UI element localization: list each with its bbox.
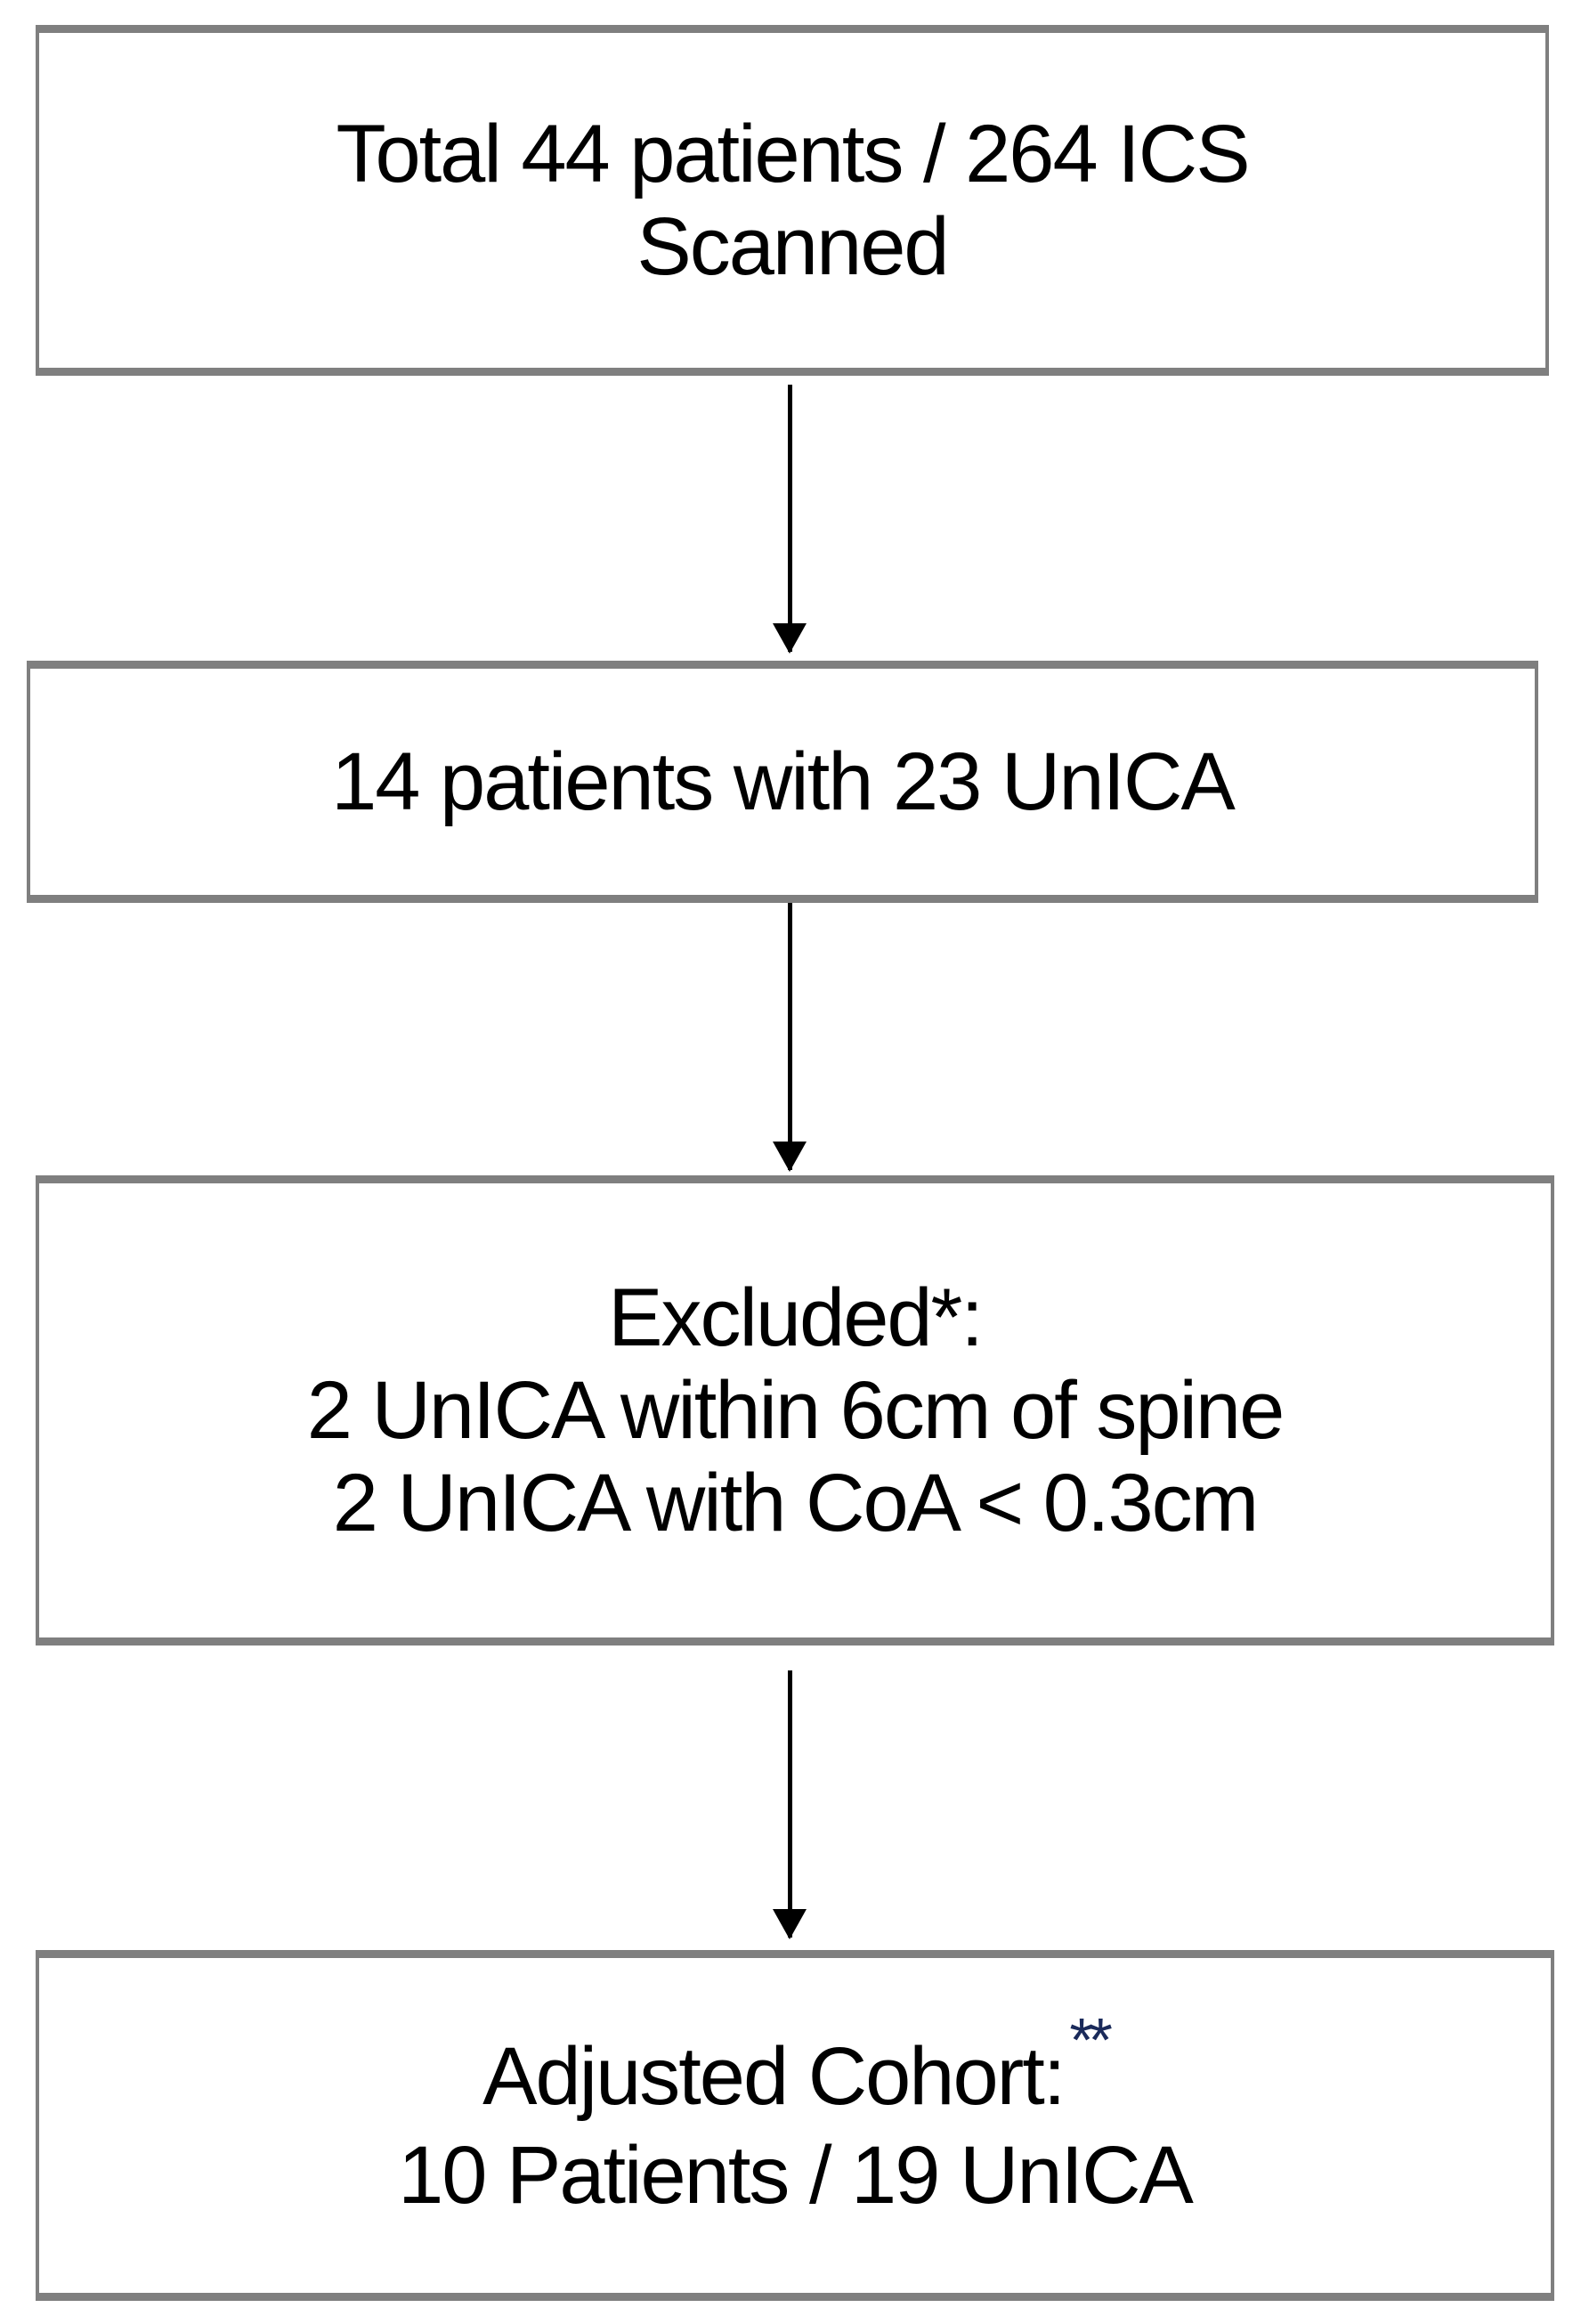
box-excluded: Excluded*: 2 UnICA within 6cm of spine 2…: [36, 1175, 1554, 1645]
box-text: 10 Patients / 19 UnICA: [398, 2129, 1194, 2221]
box-adjusted-cohort: Adjusted Cohort:** 10 Patients / 19 UnIC…: [36, 1950, 1554, 2301]
arrow-down-icon: [773, 1670, 807, 1939]
box-text: 2 UnICA within 6cm of spine: [306, 1365, 1285, 1456]
arrow-down-icon: [773, 385, 807, 654]
box-total-scanned: Total 44 patients / 264 ICS Scanned: [36, 25, 1549, 376]
box-text: Adjusted Cohort:**: [482, 2005, 1113, 2129]
box-patients-unica: 14 patients with 23 UnICA: [27, 661, 1538, 903]
box-text: Excluded*:: [608, 1272, 984, 1363]
box-title: Adjusted Cohort:: [482, 2030, 1066, 2122]
box-text: Total 44 patients / 264 ICS: [336, 109, 1250, 199]
box-text: 2 UnICA with CoA < 0.3cm: [332, 1458, 1260, 1548]
arrow-down-icon: [773, 903, 807, 1172]
footnote-asterisks: **: [1069, 2004, 1113, 2075]
box-text: 14 patients with 23 UnICA: [331, 736, 1236, 827]
box-text: Scanned: [636, 201, 949, 292]
